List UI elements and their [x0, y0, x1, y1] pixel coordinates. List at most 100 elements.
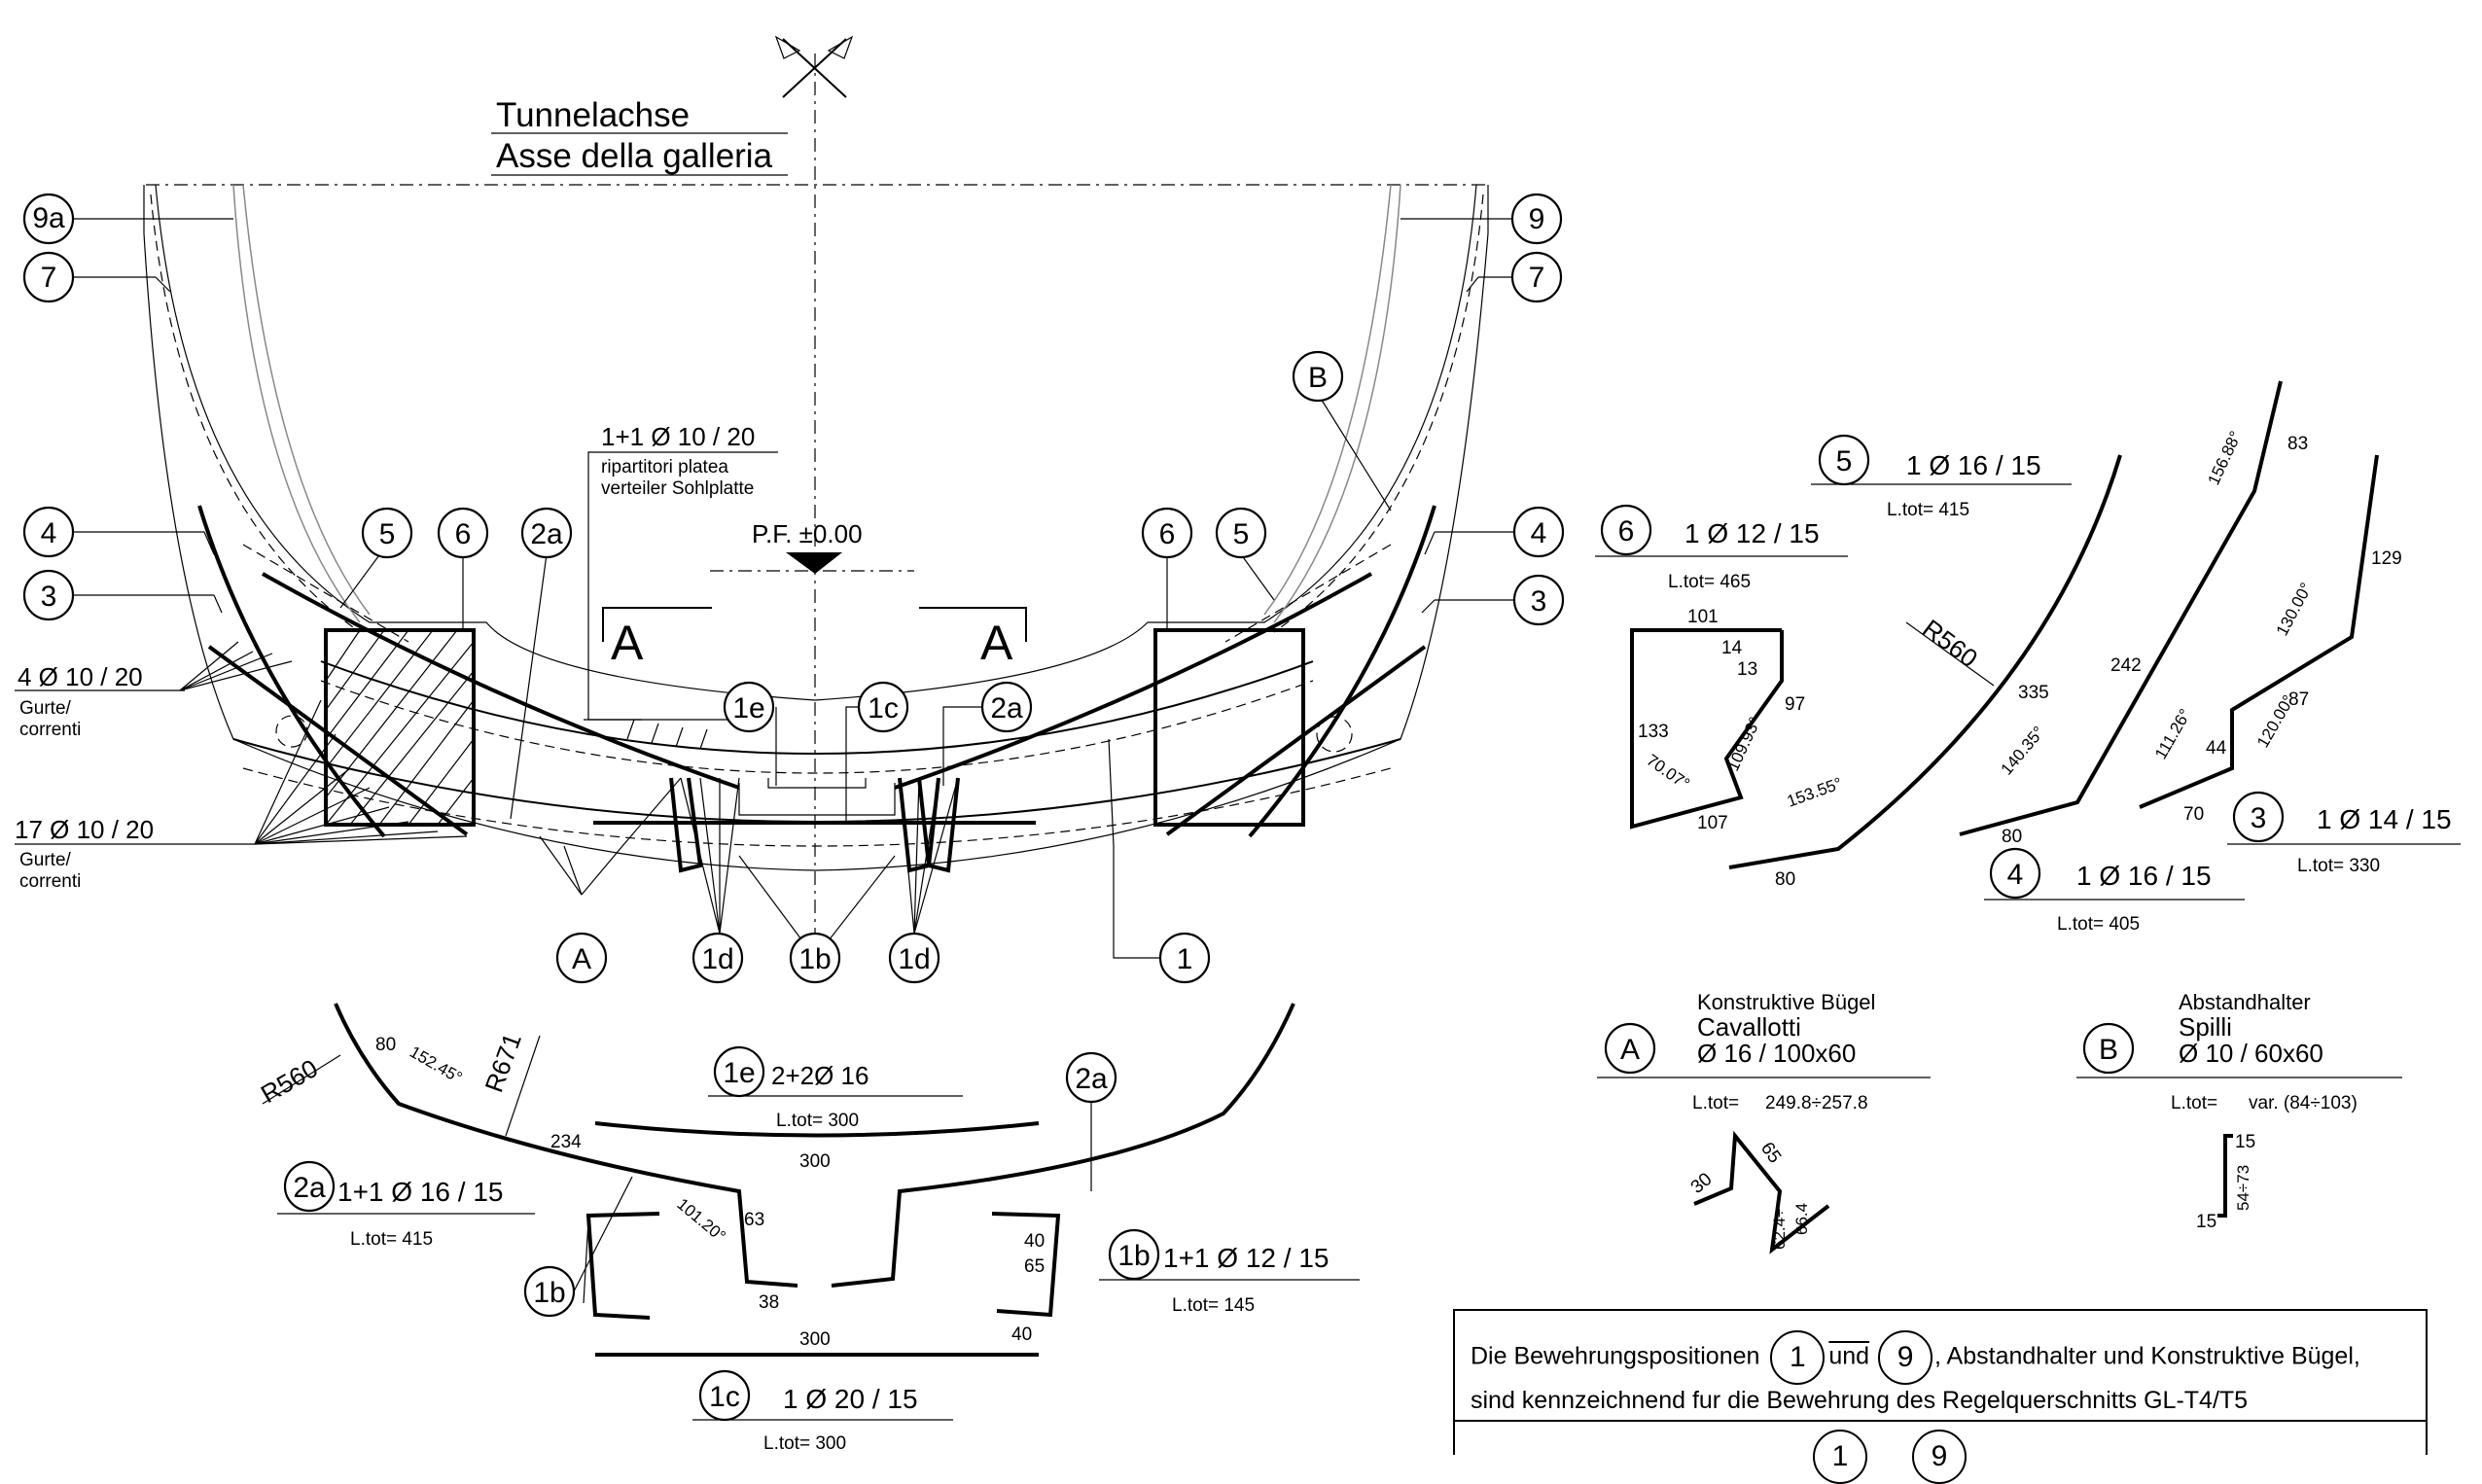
svg-text:2a: 2a: [530, 518, 563, 550]
svg-text:101.20°: 101.20°: [673, 1195, 728, 1246]
pf-label: P.F. ±0.00: [752, 519, 863, 548]
posB-spec: Ø 10 / 60x60: [2179, 1039, 2323, 1068]
pos2a-marker: 2a: [293, 1172, 326, 1204]
inner-outline: [155, 184, 1477, 701]
section-mark-left: A: [611, 616, 644, 670]
pos1e-ltot: L.tot= 300: [776, 1111, 859, 1131]
pos1e-marker: 1e: [723, 1057, 755, 1089]
svg-text:44: 44: [2206, 738, 2227, 759]
pos1b-shape-right: [991, 1212, 1061, 1318]
pos6-marker: 6: [1618, 515, 1635, 548]
pos1b-shape-left: [585, 1212, 660, 1320]
svg-text:87: 87: [2288, 689, 2309, 710]
svg-text:63: 63: [744, 1210, 764, 1230]
svg-text:1b: 1b: [798, 943, 831, 975]
svg-text:15: 15: [2235, 1132, 2255, 1152]
outer-outline: [143, 185, 1489, 871]
svg-text:correnti: correnti: [19, 871, 81, 892]
slab-top-rebar: [320, 660, 1314, 755]
marker-4-right: 4: [1512, 506, 1565, 558]
svg-text:109.93°: 109.93°: [1723, 714, 1764, 773]
bar-schedule-posB: Abstandhalter Spilli B Ø 10 / 60x60 L.to…: [2076, 990, 2402, 1232]
svg-text:70.07°: 70.07°: [1644, 751, 1693, 794]
svg-text:120.00°: 120.00°: [2253, 692, 2298, 751]
svg-text:111.26°: 111.26°: [2151, 706, 2195, 762]
note-marker-9: 9: [1878, 1330, 1933, 1385]
bar-schedule-pos1c: 300 1c 1 Ø 20 / 15 L.tot= 300: [595, 1329, 1039, 1451]
section-mark-right: A: [980, 616, 1013, 670]
pos4-spec: 1 Ø 16 / 15: [2076, 861, 2212, 891]
svg-text:242: 242: [2110, 655, 2142, 676]
pos1b-marker-2: 1b: [1117, 1240, 1150, 1272]
svg-text:40: 40: [1024, 1231, 1045, 1252]
svg-text:140.35°: 140.35°: [1998, 723, 2048, 778]
bar-schedule-pos3: 129 130.00° 87 120.00° 44 111.26° 70 3 1…: [2139, 454, 2461, 876]
svg-text:6: 6: [455, 518, 472, 550]
svg-text:9a: 9a: [32, 202, 65, 234]
note-marker-1: 1: [1770, 1330, 1826, 1385]
pos1c-marker: 1c: [709, 1381, 740, 1413]
pos1b-ltot: L.tot= 145: [1172, 1295, 1255, 1316]
svg-text:335: 335: [2018, 683, 2049, 703]
svg-text:6: 6: [1159, 518, 1176, 550]
svg-text:156.88°: 156.88°: [2204, 428, 2245, 487]
marker-5-right: 5: [1215, 507, 1267, 559]
svg-text:153.55°: 153.55°: [1785, 774, 1845, 811]
pos5-shape: [1728, 454, 2122, 869]
posB-marker: B: [2099, 1034, 2118, 1066]
pos1b-marker: 1b: [533, 1277, 565, 1309]
svg-text:249.8÷257.8: 249.8÷257.8: [1765, 1093, 1868, 1113]
svg-text:38: 38: [759, 1292, 779, 1313]
pos6-shape: [1630, 628, 1784, 830]
svg-text:234: 234: [550, 1132, 582, 1152]
svg-text:80: 80: [2002, 827, 2022, 847]
stirrup-6-left: [324, 628, 476, 827]
svg-text:1d: 1d: [701, 943, 733, 975]
pos6-ltot: L.tot= 465: [1668, 572, 1751, 592]
svg-text:5: 5: [1233, 518, 1250, 550]
svg-text:9: 9: [1529, 203, 1545, 235]
svg-text:80: 80: [375, 1035, 396, 1055]
posB-shape: [2217, 1134, 2233, 1218]
pos4-ltot: L.tot= 405: [2057, 914, 2140, 935]
marker-A-main: A: [555, 932, 608, 984]
svg-text:1: 1: [1177, 943, 1193, 975]
pos3-shape: [2139, 454, 2379, 809]
pos6-spec: 1 Ø 12 / 15: [1684, 518, 1820, 548]
pos4-shape: [1959, 380, 2283, 836]
pos5-marker: 5: [1836, 445, 1853, 477]
marker-6-right: 6: [1141, 507, 1193, 559]
svg-text:A: A: [572, 943, 591, 975]
svg-text:R671: R671: [479, 1029, 526, 1096]
svg-text:62.4÷: 62.4÷: [1770, 1209, 1789, 1250]
svg-text:var. (84÷103): var. (84÷103): [2249, 1093, 2358, 1113]
stirrup-1d-right: [926, 777, 960, 873]
svg-text:Spilli: Spilli: [2179, 1012, 2232, 1042]
pos1b-spec: 1+1 Ø 12 / 15: [1163, 1243, 1329, 1273]
pos5-ltot: L.tot= 415: [1887, 500, 1969, 520]
marker-1d-left: 1d: [691, 932, 744, 984]
pos3-ltot: L.tot= 330: [2297, 856, 2380, 876]
note-marker-1-row3: 1: [1813, 1430, 1867, 1484]
pos2a-ltot: L.tot= 415: [350, 1229, 433, 1250]
note-marker-9-row3: 9: [1912, 1430, 1967, 1484]
svg-text:300: 300: [799, 1151, 831, 1172]
pos3-marker: 3: [2251, 802, 2267, 834]
svg-text:70: 70: [2183, 804, 2204, 825]
marker-2a-right: 2a: [980, 681, 1033, 733]
svg-text:2a: 2a: [990, 692, 1023, 724]
svg-text:14: 14: [1721, 638, 1743, 658]
axis-label-de: Tunnelachse: [496, 96, 690, 134]
svg-text:Gurte/: Gurte/: [19, 850, 72, 870]
posA-marker: A: [1620, 1034, 1640, 1066]
svg-text:66.4: 66.4: [1792, 1203, 1811, 1235]
pos3-spec: 1 Ø 14 / 15: [2317, 804, 2452, 834]
svg-text:30: 30: [1687, 1169, 1717, 1198]
svg-text:40: 40: [1011, 1325, 1032, 1345]
pos1c-ltot: L.tot= 300: [763, 1433, 846, 1451]
svg-text:R560: R560: [256, 1053, 323, 1109]
stirrup-1d-left: [669, 777, 703, 873]
callout-17phi10: 17 Ø 10 / 20: [15, 815, 154, 844]
svg-text:300: 300: [799, 1329, 831, 1350]
